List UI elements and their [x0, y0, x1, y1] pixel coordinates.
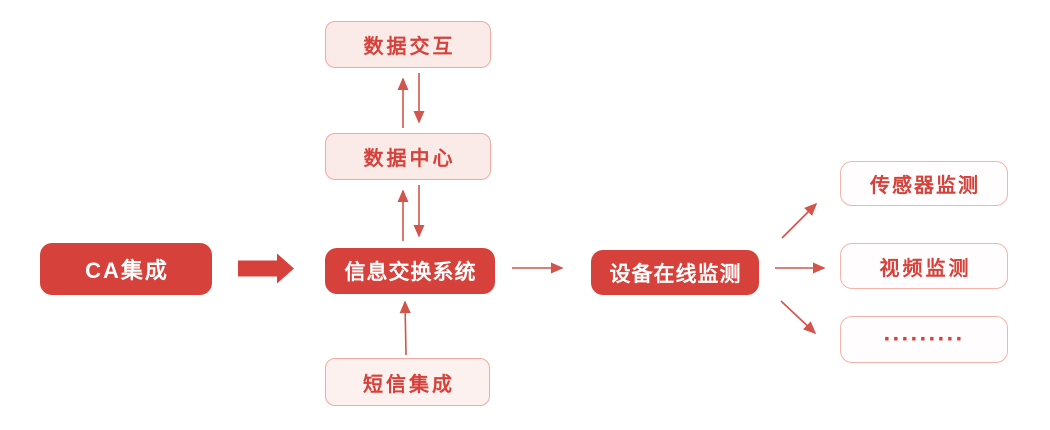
node-device-online-monitor: 设备在线监测: [591, 250, 759, 295]
node-video-monitor: 视频监测: [840, 243, 1008, 289]
arrow-device-monitor-to-sensor-monitor: [781, 202, 818, 239]
node-sms-integration: 短信集成: [325, 358, 490, 406]
node-sensor-monitor: 传感器监测: [840, 161, 1008, 206]
arrow-sms-to-info-exchange: [399, 300, 411, 356]
arrow-device-monitor-to-more: [780, 300, 817, 335]
node-info-exchange-system: 信息交换系统: [325, 248, 495, 294]
node-data-center: 数据中心: [325, 133, 491, 180]
node-data-interaction: 数据交互: [325, 21, 491, 68]
node-ca-integration: CA集成: [40, 243, 212, 295]
block-arrow-ca-to-info-exchange: [238, 253, 294, 284]
node-more-ellipsis: ·········: [840, 316, 1008, 363]
